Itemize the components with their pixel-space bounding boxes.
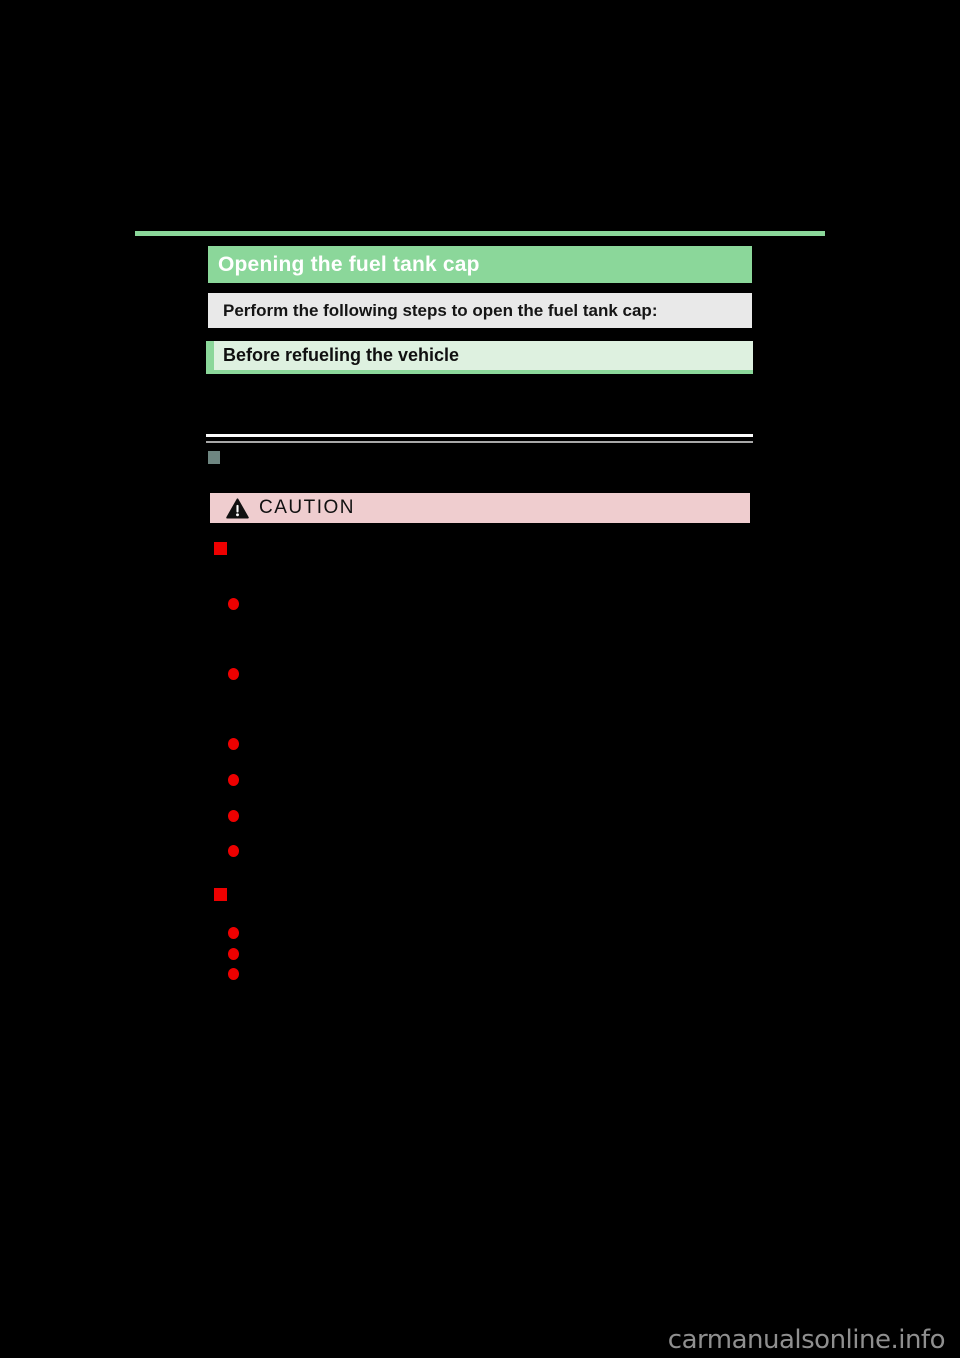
red-circle-bullet-icon <box>228 948 239 960</box>
red-circle-bullet-icon <box>228 810 239 822</box>
watermark-text: carmanualsonline.info <box>667 1325 946 1355</box>
red-circle-bullet-icon <box>228 668 239 680</box>
red-circle-bullet-icon <box>228 774 239 786</box>
red-circle-bullet-icon <box>228 927 239 939</box>
red-square-bullet-icon <box>214 888 227 901</box>
warning-triangle-icon <box>226 497 249 519</box>
red-circle-bullet-icon <box>228 845 239 857</box>
caution-panel: CAUTION <box>210 493 750 523</box>
red-square-bullet-icon <box>214 542 227 555</box>
section-header: Opening the fuel tank cap <box>208 246 752 283</box>
gray-square-marker-icon <box>208 451 220 464</box>
red-circle-bullet-icon <box>228 738 239 750</box>
section-divider <box>206 434 753 443</box>
red-circle-bullet-icon <box>228 598 239 610</box>
caution-label: CAUTION <box>259 497 355 518</box>
subsection-title-bar: Before refueling the vehicle <box>206 341 753 374</box>
divider-thick-line <box>206 434 753 437</box>
divider-thin-line <box>206 441 753 443</box>
intro-step-bar: Perform the following steps to open the … <box>208 293 752 328</box>
top-green-rule <box>135 231 825 236</box>
red-circle-bullet-icon <box>228 968 239 980</box>
